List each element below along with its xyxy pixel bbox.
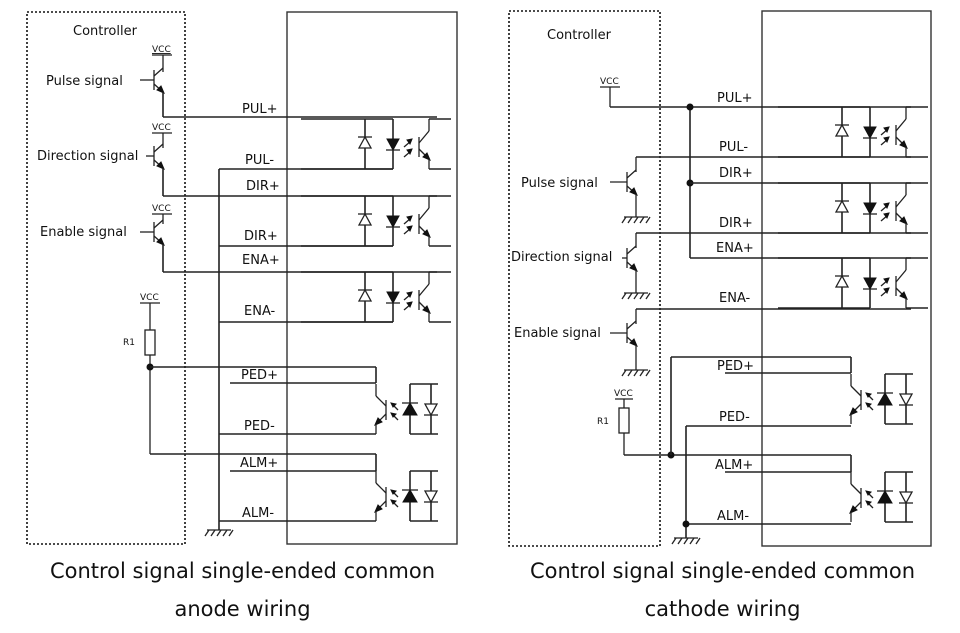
vcc-label: VCC — [152, 45, 171, 55]
resistor-label: R1 — [123, 338, 135, 348]
vcc-label: VCC — [152, 204, 171, 214]
terminal-alm-plus: ALM+ — [240, 456, 278, 471]
terminal-pul-minus: PUL- — [719, 140, 748, 155]
signal-label-direction: Direction signal — [37, 149, 138, 164]
vcc-label: VCC — [152, 123, 171, 133]
optocoupler-ped-icon — [849, 373, 914, 425]
diagram-common-cathode: Controller VCC Pulse signal Direction si… — [508, 10, 932, 547]
optocoupler-pul-icon — [300, 118, 452, 170]
signal-label-enable: Enable signal — [40, 225, 127, 240]
caption-line-1: Control signal single-ended common — [529, 559, 916, 583]
terminal-ena-plus: ENA+ — [716, 241, 754, 256]
terminal-alm-minus: ALM- — [242, 506, 274, 521]
signal-label-pulse: Pulse signal — [521, 176, 598, 191]
optocoupler-alm-icon — [849, 471, 914, 523]
transistor-icon — [626, 169, 638, 196]
signal-label-direction: Direction signal — [511, 250, 612, 265]
caption-common-cathode: Control signal single-ended common catho… — [480, 552, 960, 628]
ground-icon — [204, 529, 234, 537]
controller-box — [26, 11, 186, 545]
terminal-pul-minus: PUL- — [245, 153, 274, 168]
ground-icon — [621, 369, 651, 377]
caption-line-1: Control signal single-ended common — [49, 559, 436, 583]
optocoupler-dir-icon — [300, 195, 452, 247]
resistor-icon — [618, 407, 630, 434]
ground-icon — [621, 216, 651, 224]
terminal-ped-plus: PED+ — [717, 359, 754, 374]
junction-dot — [686, 103, 694, 111]
controller-box — [508, 10, 661, 547]
junction-dot — [682, 520, 690, 528]
optocoupler-ped-icon — [374, 383, 439, 435]
resistor-icon — [144, 329, 156, 356]
terminal-ena-minus: ENA- — [244, 304, 276, 319]
terminal-dir-plus: DIR+ — [719, 166, 753, 181]
caption-line-2: anode wiring — [174, 597, 311, 621]
terminal-ena-plus: ENA+ — [242, 253, 280, 268]
terminal-ped-minus: PED- — [244, 419, 275, 434]
terminal-dir-plus: DIR+ — [246, 179, 280, 194]
optocoupler-ena-icon — [300, 271, 452, 323]
terminal-pul-plus: PUL+ — [242, 102, 278, 117]
caption-line-2: cathode wiring — [644, 597, 801, 621]
vcc-label: VCC — [614, 389, 633, 399]
terminal-ped-plus: PED+ — [241, 368, 278, 383]
ground-icon — [621, 292, 651, 300]
terminal-ena-minus: ENA- — [719, 291, 751, 306]
terminal-dir-minus: DIR+ — [244, 229, 278, 244]
optocoupler-dir-icon — [777, 182, 929, 234]
terminal-alm-plus: ALM+ — [715, 458, 753, 473]
wiring-diagrams: Controller VCC Pulse signal VCC Directio… — [26, 10, 932, 547]
signal-label-enable: Enable signal — [514, 326, 601, 341]
terminal-ped-minus: PED- — [719, 410, 750, 425]
driver-box — [286, 11, 458, 545]
signal-label-pulse: Pulse signal — [46, 74, 123, 89]
terminal-pul-plus: PUL+ — [717, 91, 753, 106]
optocoupler-pul-icon — [777, 106, 929, 158]
terminal-alm-minus: ALM- — [717, 509, 749, 524]
driver-box — [761, 10, 932, 547]
diagram-common-anode: Controller VCC Pulse signal VCC Directio… — [26, 11, 458, 545]
optocoupler-alm-icon — [374, 470, 439, 522]
controller-label: Controller — [73, 24, 138, 39]
caption-common-anode: Control signal single-ended common anode… — [0, 552, 485, 628]
transistor-icon — [626, 320, 638, 347]
vcc-label: VCC — [140, 293, 159, 303]
controller-label: Controller — [547, 28, 612, 43]
resistor-label: R1 — [597, 417, 609, 427]
terminal-dir-minus: DIR+ — [719, 216, 753, 231]
vcc-label: VCC — [600, 77, 619, 87]
transistor-icon — [626, 245, 638, 272]
ground-icon — [671, 537, 701, 545]
optocoupler-ena-icon — [777, 257, 929, 309]
